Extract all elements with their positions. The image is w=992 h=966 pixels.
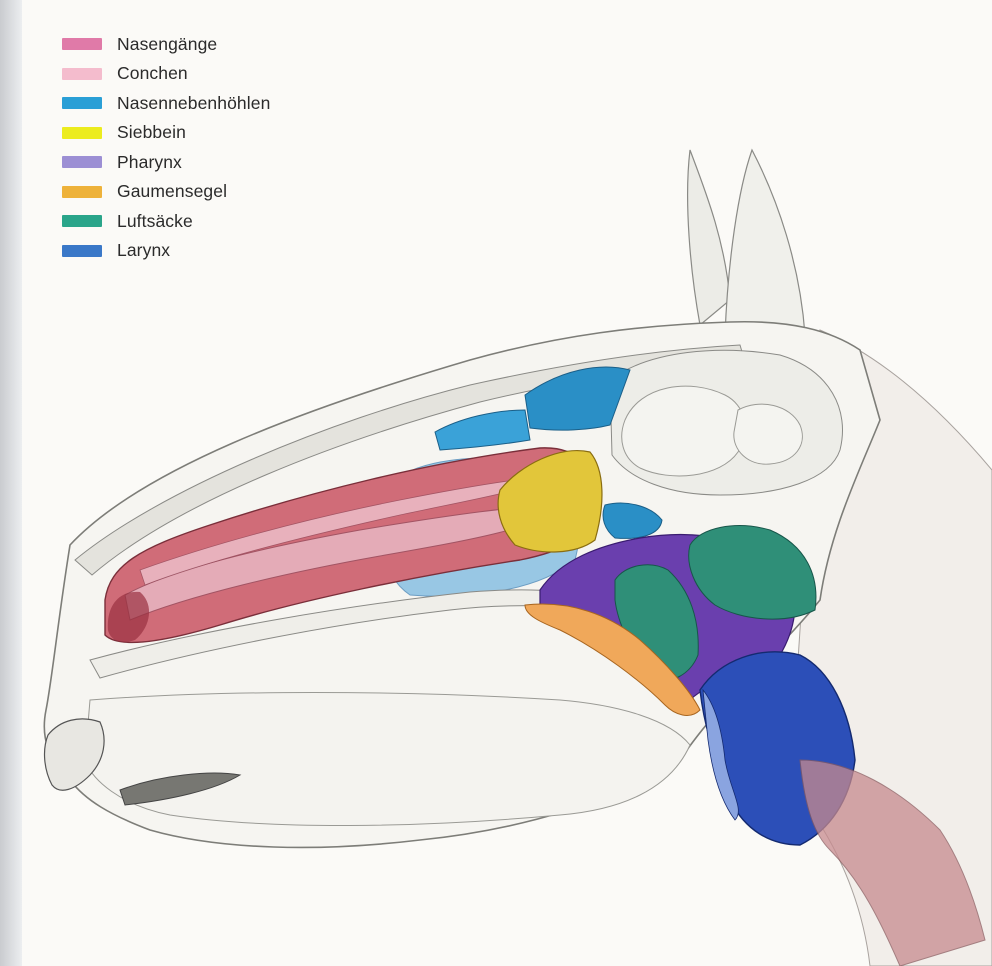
legend-item-nasennebenhoehlen: Nasennebenhöhlen xyxy=(62,93,270,113)
green-swatch-icon xyxy=(62,215,102,227)
legend-item-larynx: Larynx xyxy=(62,241,270,261)
ear-back xyxy=(688,150,730,325)
legend-item-luftsaecke: Luftsäcke xyxy=(62,211,270,231)
yellow-swatch-icon xyxy=(62,127,102,139)
ear-front xyxy=(725,150,805,335)
purple-swatch-icon xyxy=(62,156,102,168)
legend-label: Conchen xyxy=(117,63,188,84)
brain xyxy=(622,386,746,476)
blue-swatch-icon xyxy=(62,97,102,109)
legend-item-gaumensegel: Gaumensegel xyxy=(62,182,270,202)
legend-item-siebbein: Siebbein xyxy=(62,123,270,143)
legend-label: Luftsäcke xyxy=(117,211,193,232)
pink-swatch-icon xyxy=(62,38,102,50)
legend-item-pharynx: Pharynx xyxy=(62,152,270,172)
legend: Nasengänge Conchen Nasennebenhöhlen Sieb… xyxy=(62,34,270,261)
legend-label: Gaumensegel xyxy=(117,181,227,202)
legend-item-conchen: Conchen xyxy=(62,64,270,84)
light-pink-swatch-icon xyxy=(62,68,102,80)
legend-item-nasengaenge: Nasengänge xyxy=(62,34,270,54)
legend-label: Larynx xyxy=(117,240,170,261)
legend-label: Pharynx xyxy=(117,152,182,173)
dark-blue-swatch-icon xyxy=(62,245,102,257)
legend-label: Nasengänge xyxy=(117,34,217,55)
legend-label: Nasennebenhöhlen xyxy=(117,93,270,114)
orange-swatch-icon xyxy=(62,186,102,198)
mandible xyxy=(85,693,690,826)
legend-label: Siebbein xyxy=(117,122,186,143)
